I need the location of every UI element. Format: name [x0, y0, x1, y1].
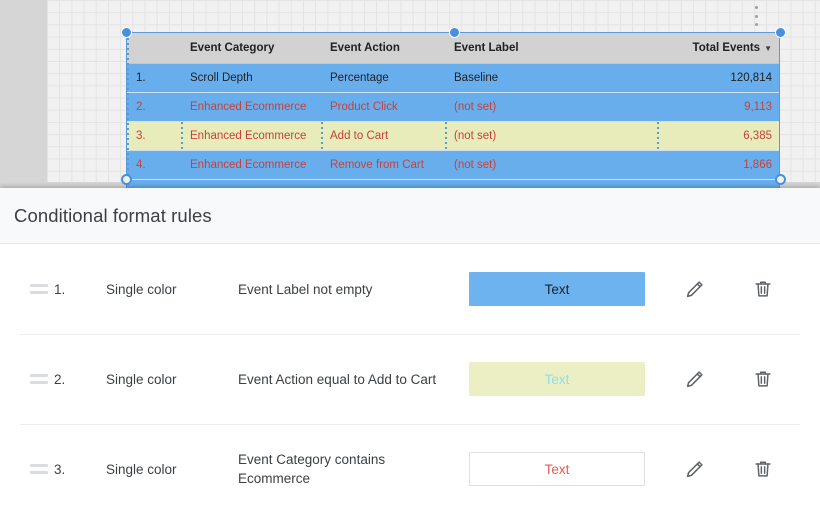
cell-total: 6,385: [657, 121, 779, 151]
rule-preview: Text: [463, 452, 651, 486]
pencil-icon[interactable]: [682, 456, 708, 482]
cell-index: 3.: [127, 121, 181, 151]
cell-total: 120,814: [657, 63, 779, 93]
resize-handle-top-center[interactable]: [449, 27, 460, 38]
rule-type: Single color: [106, 371, 177, 387]
rule-type: Single color: [106, 281, 177, 297]
table-header: Event Category Event Action Event Label …: [127, 33, 779, 64]
data-table-component[interactable]: Event Category Event Action Event Label …: [126, 32, 780, 190]
cell-total: 9,113: [657, 92, 779, 122]
drag-handle-icon[interactable]: [20, 374, 54, 384]
cell-category: Enhanced Ecommerce: [181, 150, 321, 180]
trash-icon[interactable]: [750, 366, 776, 392]
pencil-icon[interactable]: [682, 366, 708, 392]
rule-preview: Text: [463, 362, 651, 396]
trash-icon[interactable]: [750, 276, 776, 302]
cell-action: Product Click: [321, 92, 445, 122]
cell-label: (not set): [445, 150, 657, 180]
dot: [754, 6, 758, 9]
dot: [754, 14, 758, 18]
rule-index: 3.: [54, 461, 66, 477]
rules-list: 1. Single color Event Label not empty Te…: [0, 244, 820, 514]
cell-action: Percentage: [321, 63, 445, 93]
cell-category: Enhanced Ecommerce: [181, 121, 321, 151]
sort-descending-icon[interactable]: ▼: [764, 43, 772, 53]
column-header-event-category[interactable]: Event Category: [181, 33, 321, 64]
cell-label: (not set): [445, 92, 657, 122]
rule-row-2[interactable]: 2. Single color Event Action equal to Ad…: [0, 334, 820, 424]
rule-preview-chip: Text: [469, 362, 645, 396]
table-row[interactable]: 4. Enhanced Ecommerce Remove from Cart (…: [127, 150, 779, 180]
rule-actions: [651, 276, 800, 302]
conditional-format-rules-dialog: Conditional format rules 1. Single color…: [0, 188, 820, 524]
rule-preview-chip: Text: [469, 272, 645, 306]
drag-bar: [30, 471, 48, 474]
cell-total: 1,866: [657, 150, 779, 180]
column-header-event-label[interactable]: Event Label: [445, 33, 657, 64]
resize-handle-bottom-left[interactable]: [121, 174, 132, 185]
table-body: 1. Scroll Depth Percentage Baseline 120,…: [127, 63, 779, 189]
trash-icon[interactable]: [750, 456, 776, 482]
resize-handle-top-left[interactable]: [121, 27, 132, 38]
rule-preview: Text: [463, 272, 651, 306]
cell-index: 2.: [127, 92, 181, 122]
dot: [754, 23, 758, 26]
rule-condition: Event Category contains Ecommerce: [238, 452, 386, 486]
cell-index: 4.: [127, 150, 181, 180]
rule-index: 1.: [54, 281, 66, 297]
resize-handle-top-right[interactable]: [775, 27, 786, 38]
cell-action: Remove from Cart: [321, 150, 445, 180]
drag-handle-icon[interactable]: [20, 464, 54, 474]
rule-row-1[interactable]: 1. Single color Event Label not empty Te…: [0, 244, 820, 334]
rule-type: Single color: [106, 461, 177, 477]
drag-bar: [30, 374, 48, 377]
table-row[interactable]: 3. Enhanced Ecommerce Add to Cart (not s…: [127, 121, 779, 151]
pencil-icon[interactable]: [682, 276, 708, 302]
table-row[interactable]: 1. Scroll Depth Percentage Baseline 120,…: [127, 63, 779, 93]
drag-bar: [30, 464, 48, 467]
page-title: Conditional format rules: [14, 204, 212, 226]
cell-action: Add to Cart: [321, 121, 445, 151]
more-vert-icon[interactable]: [749, 4, 763, 28]
column-header-total-events[interactable]: Total Events▼: [657, 33, 779, 64]
rule-condition: Event Action equal to Add to Cart: [238, 371, 437, 387]
table-row[interactable]: 2. Enhanced Ecommerce Product Click (not…: [127, 92, 779, 122]
cell-label: (not set): [445, 121, 657, 151]
drag-handle-icon[interactable]: [20, 284, 54, 294]
column-header-event-action[interactable]: Event Action: [321, 33, 445, 64]
resize-handle-bottom-right[interactable]: [775, 174, 786, 185]
rule-actions: [651, 456, 800, 482]
cell-label: Baseline: [445, 63, 657, 93]
report-canvas: Event Category Event Action Event Label …: [0, 0, 820, 190]
rule-index: 2.: [54, 371, 66, 387]
table-header-row: Event Category Event Action Event Label …: [127, 33, 779, 64]
drag-bar: [30, 381, 48, 384]
cell-category: Enhanced Ecommerce: [181, 92, 321, 122]
column-header-total-events-label: Total Events: [692, 41, 761, 54]
rule-condition: Event Label not empty: [238, 281, 373, 297]
rule-row-3[interactable]: 3. Single color Event Category contains …: [0, 424, 820, 514]
drag-bar: [30, 291, 48, 294]
cell-category: Scroll Depth: [181, 63, 321, 93]
rule-preview-chip: Text: [469, 452, 645, 486]
rule-actions: [651, 366, 800, 392]
column-header-index[interactable]: [127, 33, 181, 64]
data-table: Event Category Event Action Event Label …: [127, 33, 779, 189]
cell-index: 1.: [127, 63, 181, 93]
drag-bar: [30, 284, 48, 287]
dialog-header: Conditional format rules: [0, 188, 820, 244]
